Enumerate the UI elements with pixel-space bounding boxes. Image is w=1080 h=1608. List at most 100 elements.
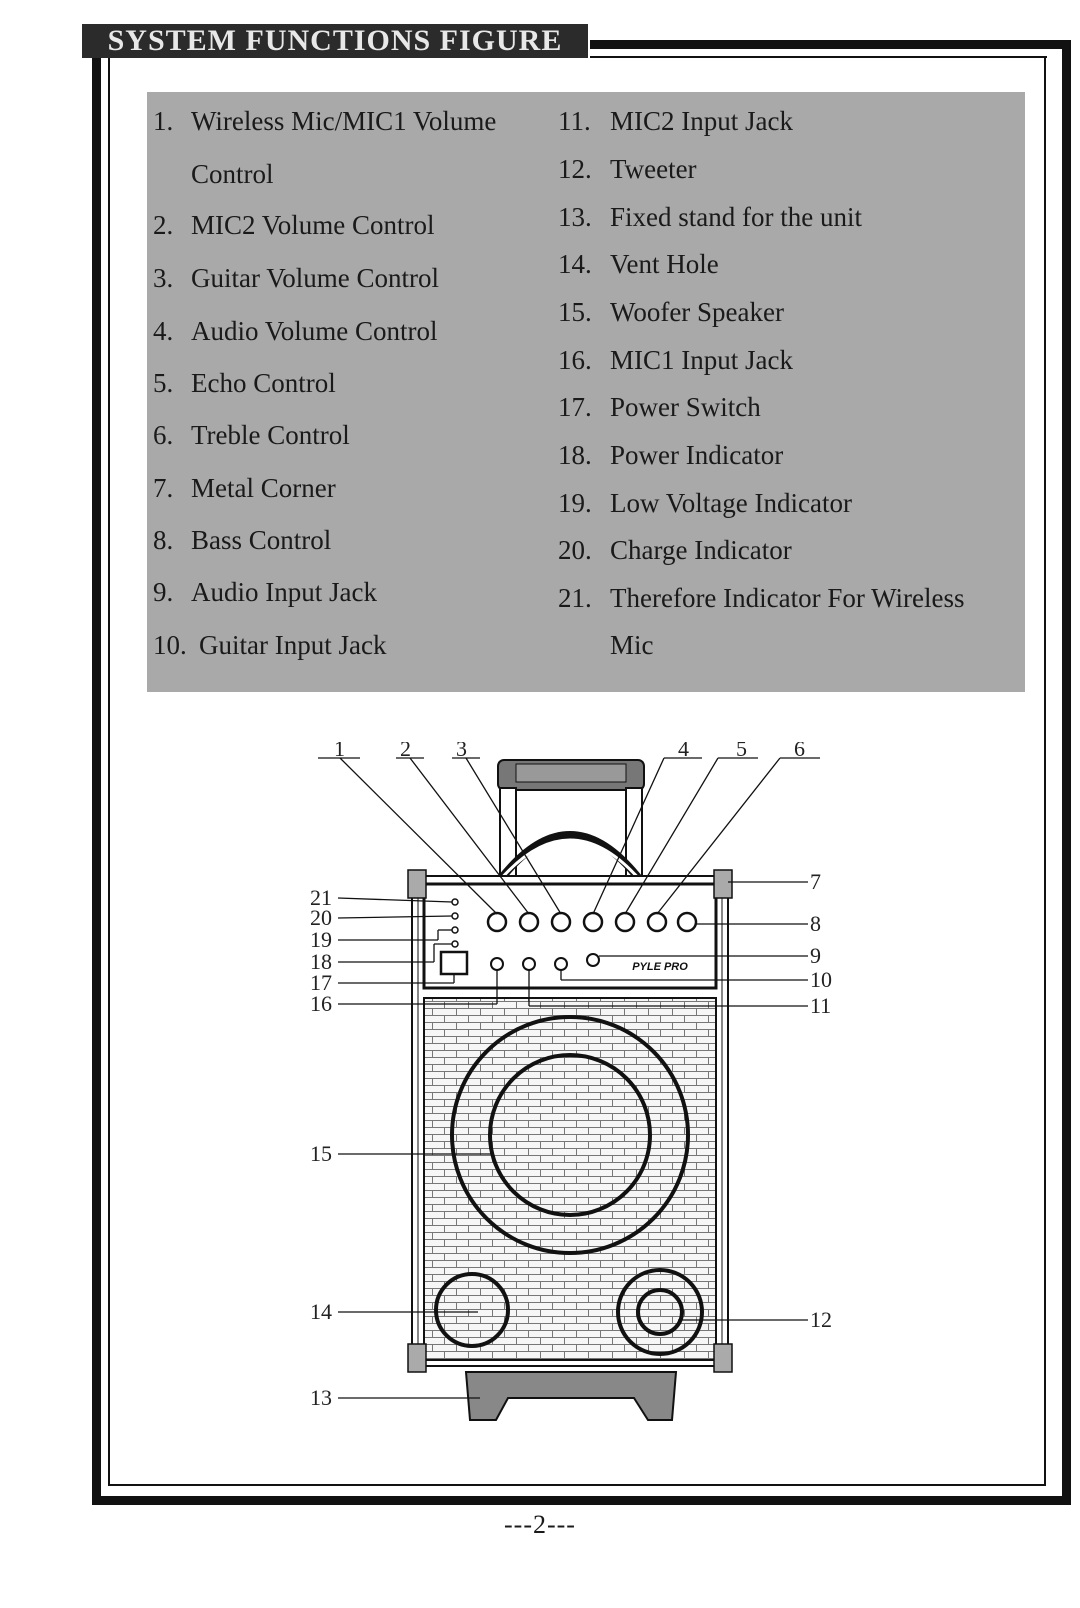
legend-number: 19. — [558, 488, 592, 518]
legend-number: 5. — [153, 368, 174, 398]
legend-item-18: 18. Power Indicator — [558, 440, 783, 470]
legend-item-4: 4. Audio Volume Control — [153, 316, 438, 346]
legend-number: 17. — [558, 392, 592, 422]
legend-number: 15. — [558, 297, 592, 327]
callout-6: 6 — [794, 742, 805, 761]
legend-item-16: 16. MIC1 Input Jack — [558, 345, 793, 375]
legend-item-5: 5. Echo Control — [153, 368, 336, 398]
callout-13: 13 — [310, 1385, 332, 1410]
legend-number: 13. — [558, 202, 592, 232]
legend-item-19: 19. Low Voltage Indicator — [558, 488, 852, 518]
legend-label: Charge Indicator — [610, 535, 792, 565]
callout-20: 20 — [310, 905, 332, 930]
legend-item-7: 7. Metal Corner — [153, 473, 336, 503]
legend-label-continuation: Control — [191, 159, 274, 189]
legend-item-6: 6. Treble Control — [153, 420, 350, 450]
legend-label: Power Indicator — [610, 440, 784, 470]
speaker-diagram: PYLE PRO 1 2 — [310, 742, 832, 1421]
legend-number: 21. — [558, 583, 592, 613]
callout-5: 5 — [736, 742, 747, 761]
callout-3: 3 — [456, 742, 467, 761]
legend-label: Bass Control — [191, 525, 332, 555]
legend-label: Treble Control — [191, 420, 350, 450]
frame-right-border — [1062, 46, 1071, 1504]
fixed-stand — [464, 1371, 678, 1421]
tweeter — [616, 1268, 704, 1356]
callout-11: 11 — [810, 993, 831, 1018]
callout-10: 10 — [810, 967, 832, 992]
callout-12: 12 — [810, 1307, 832, 1332]
callout-7: 7 — [810, 869, 821, 894]
section-title: SYSTEM FUNCTIONS FIGURE — [82, 24, 588, 58]
frame-left-border — [92, 46, 101, 1504]
legend-item-20: 20. Charge Indicator — [558, 535, 792, 565]
legend-item-9: 9. Audio Input Jack — [153, 577, 377, 607]
legend-number: 16. — [558, 345, 592, 375]
speaker-cabinet — [411, 875, 729, 1367]
legend-number: 6. — [153, 420, 174, 450]
legend-label: Vent Hole — [610, 249, 719, 279]
legend-label: MIC1 Input Jack — [610, 345, 793, 375]
callout-19: 19 — [310, 927, 332, 952]
brand-logo: PYLE PRO — [632, 961, 688, 973]
legend-item-1: 1. Wireless Mic/MIC1 Volume — [153, 106, 496, 136]
frame-bottom-border — [92, 1496, 1071, 1505]
control-knobs — [486, 911, 698, 933]
callout-8: 8 — [810, 911, 821, 936]
legend-label: Tweeter — [610, 154, 697, 184]
input-jacks — [490, 953, 600, 971]
legend-number: 7. — [153, 473, 174, 503]
legend-label: MIC2 Volume Control — [191, 210, 435, 240]
woofer-speaker — [450, 1015, 690, 1255]
legend-item-3: 3. Guitar Volume Control — [153, 263, 439, 293]
legend-number: 12. — [558, 154, 592, 184]
legend-item-14: 14. Vent Hole — [558, 249, 719, 279]
legend-number: 8. — [153, 525, 174, 555]
inner-frame — [108, 58, 1046, 1486]
legend-label: Audio Input Jack — [191, 577, 377, 607]
legend-item-2: 2. MIC2 Volume Control — [153, 210, 435, 240]
legend-item-13: 13. Fixed stand for the unit — [558, 202, 862, 232]
legend-label: Fixed stand for the unit — [610, 202, 862, 232]
legend-number: 20. — [558, 535, 592, 565]
legend-label: Wireless Mic/MIC1 Volume — [191, 106, 497, 136]
legend-item-11: 11. MIC2 Input Jack — [558, 106, 793, 136]
legend-label: MIC2 Input Jack — [610, 106, 793, 136]
legend-number: 18. — [558, 440, 592, 470]
legend-item-12: 12. Tweeter — [558, 154, 697, 184]
callout-4: 4 — [678, 742, 689, 761]
legend-box: 1. Wireless Mic/MIC1 Volume Control 2. M… — [147, 92, 1025, 692]
legend-item-10: 10. Guitar Input Jack — [153, 630, 386, 660]
legend-number: 9. — [153, 577, 174, 607]
callout-9: 9 — [810, 943, 821, 968]
leader-lines — [318, 757, 820, 1399]
legend-label: Metal Corner — [191, 473, 336, 503]
legend-label: Guitar Volume Control — [191, 263, 439, 293]
callout-15: 15 — [310, 1141, 332, 1166]
legend-number: 1. — [153, 106, 174, 136]
legend-label: Guitar Input Jack — [199, 630, 387, 660]
callout-21: 21 — [310, 885, 332, 910]
page-number: ---2--- — [504, 1510, 576, 1539]
legend-number: 11. — [558, 106, 591, 136]
legend-label: Audio Volume Control — [191, 316, 438, 346]
legend-label: Woofer Speaker — [610, 297, 784, 327]
legend-number: 10. — [153, 630, 187, 660]
legend-label: Power Switch — [610, 392, 761, 422]
legend-number: 14. — [558, 249, 592, 279]
legend-label-continuation: Mic — [610, 630, 654, 660]
callout-18: 18 — [310, 949, 332, 974]
legend-number: 3. — [153, 263, 174, 293]
legend-item-8: 8. Bass Control — [153, 525, 331, 555]
legend-item-21: 21. Therefore Indicator For Wireless — [558, 583, 965, 613]
metal-corners — [407, 869, 733, 1373]
legend-label: Echo Control — [191, 368, 336, 398]
callout-1: 1 — [334, 742, 345, 761]
callout-16: 16 — [310, 991, 332, 1016]
vent-hole — [434, 1272, 510, 1348]
legend-item-15: 15. Woofer Speaker — [558, 297, 784, 327]
legend-number: 2. — [153, 210, 174, 240]
legend-item-17: 17. Power Switch — [558, 392, 761, 422]
callout-17: 17 — [310, 970, 332, 995]
inner-frame-top — [590, 56, 1047, 58]
